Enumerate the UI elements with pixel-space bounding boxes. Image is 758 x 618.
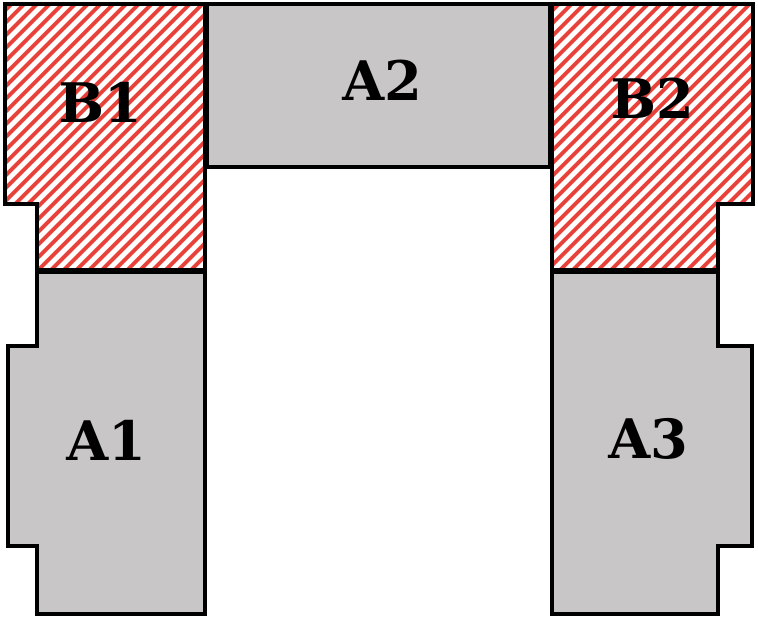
unit-a3-label: A3 (607, 407, 687, 471)
unit-a3-shape (550, 270, 754, 616)
unit-b1-shape (3, 2, 207, 272)
unit-b2-shape (550, 2, 755, 272)
unit-b1[interactable]: B1 (3, 2, 207, 272)
unit-b2-label: B2 (610, 67, 693, 131)
unit-b1-label: B1 (58, 71, 141, 135)
unit-a1-label: A1 (65, 409, 145, 473)
unit-a1-shape (6, 270, 207, 616)
unit-a3[interactable]: A3 (550, 270, 754, 616)
unit-b2[interactable]: B2 (550, 2, 755, 272)
unit-a2-label: A2 (341, 49, 421, 113)
unit-a1[interactable]: A1 (6, 270, 207, 616)
unit-a2[interactable]: A2 (205, 2, 552, 169)
